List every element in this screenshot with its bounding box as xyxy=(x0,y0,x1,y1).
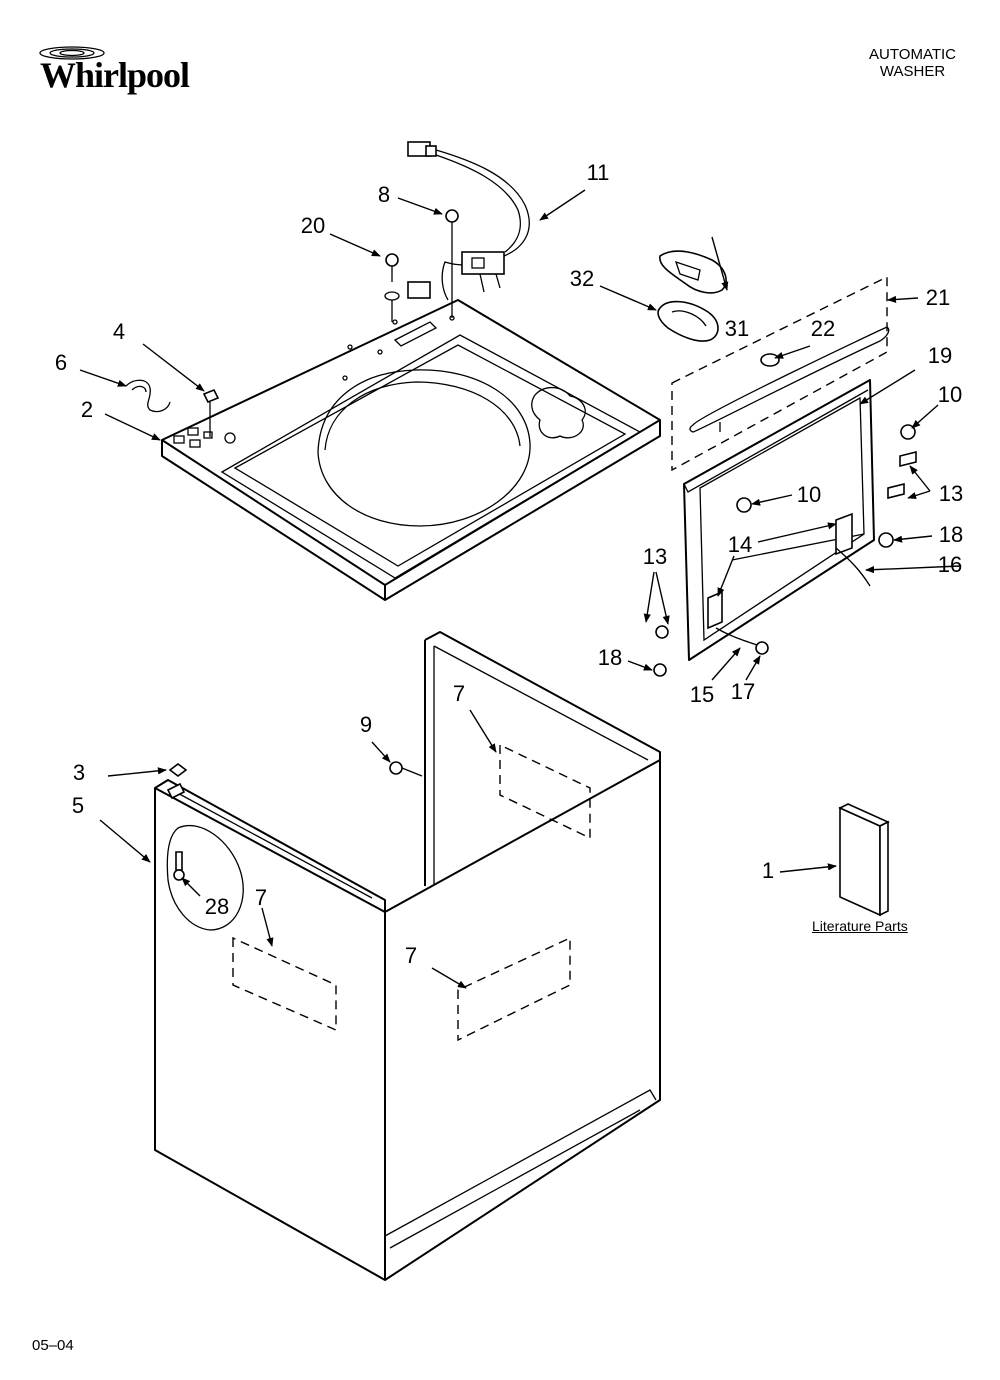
title-line-1: AUTOMATIC xyxy=(869,46,956,63)
callout-13-right: 13 xyxy=(938,481,964,506)
callout-7-front: 7 xyxy=(404,943,418,968)
title-line-2: WASHER xyxy=(879,63,946,80)
console-assembly xyxy=(671,275,890,661)
callout-21: 21 xyxy=(925,285,951,310)
cabinet xyxy=(154,631,661,1281)
whirlpool-logo-swirl xyxy=(39,46,105,60)
label-outlines xyxy=(232,743,591,1042)
clip-part-4 xyxy=(202,388,220,437)
callout-2: 2 xyxy=(80,397,94,422)
callout-14: 14 xyxy=(727,532,753,557)
callout-22: 22 xyxy=(810,316,836,341)
callout-19: 19 xyxy=(927,343,953,368)
diagram-title: AUTOMATIC WASHER xyxy=(869,46,956,80)
callout-10-upper: 10 xyxy=(937,382,963,407)
callout-18-left: 18 xyxy=(597,645,623,670)
leader-lines xyxy=(79,189,961,989)
callout-20: 20 xyxy=(300,213,326,238)
top-panel xyxy=(161,299,661,601)
callout-18-right: 18 xyxy=(938,522,964,547)
callout-7-back: 7 xyxy=(452,681,466,706)
footer-code: 05–04 xyxy=(32,1337,74,1354)
callout-3: 3 xyxy=(72,760,86,785)
callout-5: 5 xyxy=(71,793,85,818)
fasteners xyxy=(168,761,423,881)
callout-32: 32 xyxy=(569,266,595,291)
callout-8: 8 xyxy=(377,182,391,207)
literature-book xyxy=(838,803,890,917)
hose-hanger-part-6 xyxy=(125,379,171,413)
callout-28: 28 xyxy=(204,894,230,919)
callout-6: 6 xyxy=(54,350,68,375)
literature-parts-label: Literature Parts xyxy=(812,918,908,934)
lid-switch-harness xyxy=(384,141,530,322)
callout-13-left: 13 xyxy=(642,544,668,569)
callout-1: 1 xyxy=(761,858,775,883)
callout-17: 17 xyxy=(730,679,756,704)
callout-16: 16 xyxy=(937,552,963,577)
callout-7-left: 7 xyxy=(254,885,268,910)
callout-15: 15 xyxy=(689,682,715,707)
callout-11: 11 xyxy=(586,160,610,185)
callout-31: 31 xyxy=(724,316,750,341)
callout-10-lower: 10 xyxy=(796,482,822,507)
dispenser-caps xyxy=(657,250,727,342)
callout-9: 9 xyxy=(359,712,373,737)
hinge-hardware xyxy=(653,424,917,677)
callout-4: 4 xyxy=(112,319,126,344)
brand-logo-text: Whirlpool xyxy=(40,55,190,95)
